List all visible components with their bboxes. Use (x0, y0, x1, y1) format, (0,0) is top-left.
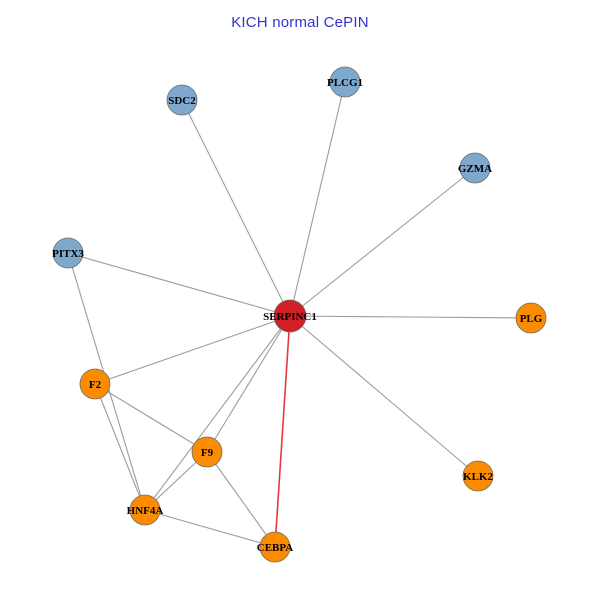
edge-SERPINC1-PLG (289, 315, 532, 319)
node-GZMA (459, 152, 491, 184)
edge-SERPINC1-CEBPA (274, 315, 291, 548)
node-HNF4A (129, 494, 161, 526)
edge-F9-CEBPA (206, 451, 276, 548)
node-KLK2 (462, 460, 494, 492)
edge-F2-HNF4A (94, 383, 146, 511)
edge-HNF4A-CEBPA (144, 509, 276, 548)
node-PLG (515, 302, 547, 334)
edge-F2-F9 (94, 383, 208, 453)
edge-SERPINC1-F9 (206, 315, 291, 453)
node-label-KLK2: KLK2 (463, 471, 493, 483)
node-label-F2: F2 (89, 379, 102, 391)
node-label-PITX3: PITX3 (52, 248, 84, 260)
edge-SERPINC1-HNF4A (144, 315, 291, 511)
node-SDC2 (166, 84, 198, 116)
edge-SERPINC1-PLCG1 (289, 81, 346, 317)
node-label-CEBPA: CEBPA (257, 542, 294, 554)
node-SERPINC1 (273, 299, 307, 333)
node-label-HNF4A: HNF4A (127, 505, 164, 517)
node-label-SDC2: SDC2 (168, 95, 196, 107)
edge-SERPINC1-F2 (94, 315, 291, 385)
node-F2 (79, 368, 111, 400)
node-PLCG1 (329, 66, 361, 98)
node-label-PLCG1: PLCG1 (327, 77, 363, 89)
edge-SERPINC1-GZMA (289, 167, 476, 317)
node-label-F9: F9 (201, 447, 214, 459)
node-PITX3 (52, 237, 84, 269)
edge-SERPINC1-SDC2 (181, 99, 291, 317)
node-label-SERPINC1: SERPINC1 (263, 311, 317, 323)
node-CEBPA (259, 531, 291, 563)
edge-SERPINC1-KLK2 (289, 315, 479, 477)
node-F9 (191, 436, 223, 468)
node-label-GZMA: GZMA (458, 163, 492, 175)
edge-SERPINC1-PITX3 (67, 252, 291, 317)
node-label-PLG: PLG (520, 313, 543, 325)
plot-title: KICH normal CePIN (231, 14, 369, 31)
